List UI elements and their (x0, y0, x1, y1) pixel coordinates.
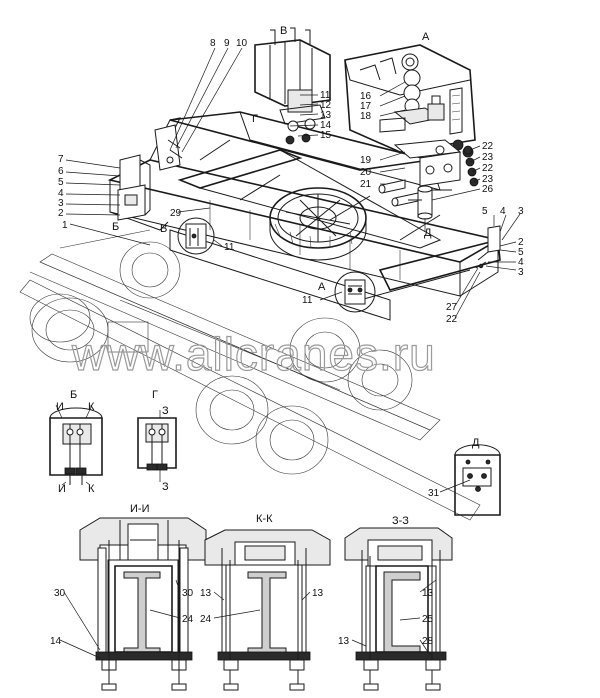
callout-24-kk: 24 (200, 614, 212, 625)
callout-7: 7 (58, 154, 64, 165)
view-title-v: В (280, 25, 287, 37)
detail-view-g (137, 410, 177, 482)
section-zz (344, 527, 453, 691)
section-kk (204, 529, 331, 691)
view-title-d: Д (424, 227, 432, 239)
callout-13-zz-right: 13 (422, 588, 434, 599)
upper-bracket (154, 124, 183, 171)
callout-15: 15 (320, 130, 332, 141)
callout-8: 8 (210, 38, 216, 49)
turntable-ring (269, 187, 367, 261)
callout-10: 10 (236, 38, 248, 49)
callout-13-kk-left: 13 (200, 588, 212, 599)
callout-5: 5 (58, 177, 64, 188)
cut-mark-z-bottom: З (162, 481, 169, 493)
cut-mark-i-top: И (56, 401, 64, 413)
callout-14: 14 (320, 120, 332, 131)
callout-5-right: 5 (482, 206, 488, 217)
callout-1: 1 (62, 220, 68, 231)
section-ii (79, 517, 207, 691)
callout-24-ii: 24 (182, 614, 194, 625)
view-title-v-frame: В (160, 223, 167, 235)
cut-mark-i-bottom: И (58, 483, 66, 495)
callout-3-right-b: 3 (518, 267, 524, 278)
callout-22-c: 22 (446, 314, 458, 325)
callout-18: 18 (360, 111, 372, 122)
view-title-g-detail: Г (152, 389, 158, 401)
callout-11-v: 11 (224, 242, 235, 253)
callout-numbers: 8 9 10 7 6 5 4 3 2 1 11 12 13 14 15 16 1… (50, 38, 524, 647)
view-v-top (254, 27, 331, 145)
view-title-b-detail: Б (70, 389, 77, 401)
view-title-a-frame: А (318, 281, 326, 293)
callout-2-right: 2 (518, 237, 524, 248)
view-title-b-frame: Б (112, 221, 119, 233)
callout-5-right-b: 5 (518, 247, 524, 258)
left-bracket-assembly (117, 154, 151, 221)
section-title-kk: К-К (256, 513, 273, 525)
detail-a-inset (334, 271, 376, 313)
callout-28: 28 (422, 636, 434, 647)
view-title-a: А (422, 31, 430, 43)
callout-13: 13 (320, 110, 332, 121)
detail-view-b (49, 404, 103, 486)
callout-17: 17 (360, 101, 372, 112)
section-title-ii: И-И (130, 503, 149, 515)
callout-31: 31 (428, 488, 440, 499)
callout-9: 9 (224, 38, 230, 49)
callout-22-b: 22 (482, 163, 494, 174)
callout-23-a: 23 (482, 152, 494, 163)
callout-21: 21 (360, 179, 372, 190)
callout-2: 2 (58, 208, 64, 219)
section-title-zz: З-З (392, 515, 409, 527)
cut-mark-z-top: З (162, 405, 169, 417)
callout-12: 12 (320, 100, 332, 111)
callout-4-right-b: 4 (518, 257, 524, 268)
callout-26: 26 (482, 184, 494, 195)
callout-19: 19 (360, 155, 372, 166)
callout-30-left: 30 (54, 588, 66, 599)
callout-4: 4 (58, 188, 64, 199)
callout-11-a: 11 (302, 295, 313, 306)
callout-3: 3 (58, 198, 64, 209)
callout-11-top: 11 (320, 90, 331, 101)
view-a (344, 44, 479, 232)
detail-v-inset (177, 217, 215, 255)
callout-6: 6 (58, 166, 64, 177)
cut-mark-k-top: К (88, 401, 95, 413)
callout-23-b: 23 (482, 174, 494, 185)
callout-30-right: 30 (182, 588, 194, 599)
view-title-g: Г (252, 113, 258, 125)
callout-29: 29 (170, 208, 182, 219)
callout-14-ii: 14 (50, 636, 62, 647)
callout-16: 16 (360, 91, 372, 102)
chassis-base (19, 229, 481, 521)
callout-27: 27 (446, 302, 458, 313)
callout-20: 20 (360, 167, 372, 178)
cut-mark-k-bottom: К (88, 483, 95, 495)
view-title-d-detail: Д (472, 437, 480, 449)
leader-lines (59, 47, 521, 659)
callout-13-zz-left: 13 (338, 636, 350, 647)
callout-22-a: 22 (482, 141, 494, 152)
callout-4-right: 4 (500, 206, 506, 217)
detail-view-d (454, 444, 501, 516)
callout-13-kk-right: 13 (312, 588, 324, 599)
watermark: www.allcranes.ru (71, 328, 436, 380)
callout-3-right: 3 (518, 206, 524, 217)
callout-25: 25 (422, 614, 434, 625)
